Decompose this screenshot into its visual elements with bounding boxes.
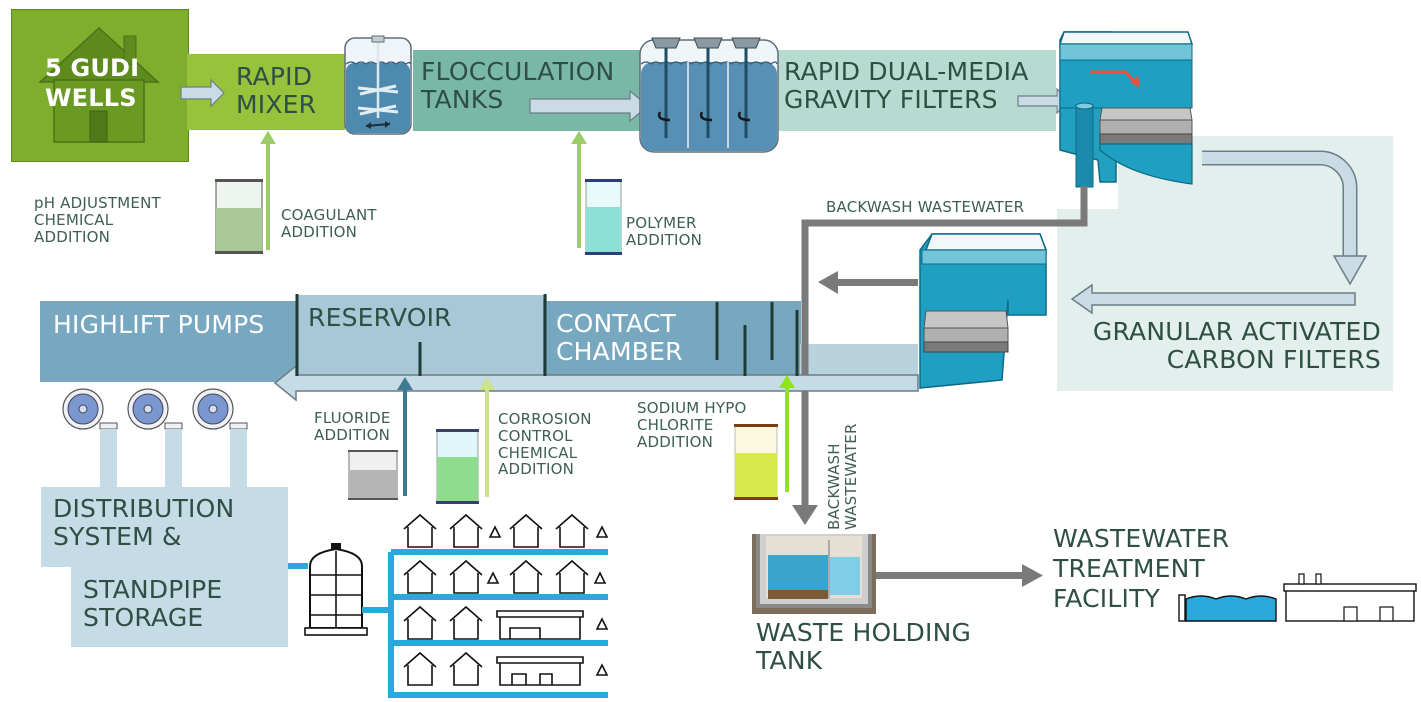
waste-holding-tank-icon [752, 534, 876, 614]
waste-tank-label: WASTE HOLDING TANK [756, 618, 972, 675]
ph-adjustment-label: pH ADJUSTMENT CHEMICAL ADDITION [34, 194, 161, 246]
house-icon [38, 26, 160, 143]
contact-ext-block [800, 344, 918, 380]
corrosion-label: CORROSION CONTROL CHEMICAL ADDITION [498, 410, 592, 479]
polymer-tank-icon [585, 179, 622, 255]
flow-arrow-to-gac [1202, 150, 1368, 286]
reservoir-baffles [295, 294, 799, 376]
backwash-horizontal-label: BACKWASH WASTEWATER [826, 198, 1025, 216]
polymer-feed-arrow [571, 131, 587, 248]
pump-icon [127, 388, 183, 487]
contact-chamber-block [543, 301, 801, 381]
rapid-mixer-tank-icon [344, 35, 412, 135]
pump-icons [62, 388, 248, 487]
fluoride-feed-arrow [397, 377, 413, 496]
backwash-pipe [801, 186, 1088, 508]
highlift-label: HIGHLIFT PUMPS [53, 310, 265, 339]
contact-chamber-label: CONTACT CHAMBER [556, 309, 683, 366]
hypo-label: SODIUM HYPO CHLORITE ADDITION [637, 399, 747, 451]
pump-icon [62, 388, 118, 487]
backwash-vertical-label: BACKWASH WASTEWATER [825, 423, 860, 530]
pump-icon [192, 388, 248, 487]
hypo-tank-icon [734, 424, 778, 500]
rapid-mixer-label: RAPID MIXER [236, 62, 317, 119]
flocculation-tanks-icon [639, 37, 779, 153]
dual-media-label: RAPID DUAL-MEDIA GRAVITY FILTERS [784, 57, 1029, 114]
highlift-block [40, 301, 300, 382]
flow-arrow-clearwell [273, 364, 919, 402]
gac-backwash-arrow [818, 271, 918, 294]
corrosion-tank-icon [436, 429, 479, 504]
flow-arrow-wells-to-mixer [180, 78, 225, 108]
standpipe-block [71, 487, 288, 647]
dual-media-filter-icon [1058, 31, 1194, 188]
standpipe-label: STANDPIPE STORAGE [83, 575, 223, 632]
flow-arrow-floc [529, 89, 649, 123]
gac-label: GRANULAR ACTIVATED CARBON FILTERS [1092, 317, 1381, 374]
ph-chemical-tank-icon [215, 179, 263, 254]
wells-label: 5 GUDI WELLS [45, 54, 140, 112]
dual-media-block [778, 50, 1056, 131]
gac-filter-icon [919, 233, 1048, 389]
coagulant-feed-arrow [260, 131, 276, 250]
fluoride-label: FLUORIDE ADDITION [314, 409, 391, 444]
fluoride-tank-icon [348, 450, 398, 500]
backwash-arrow-head [792, 505, 818, 525]
corrosion-feed-arrow [479, 377, 495, 497]
hypo-feed-arrow [779, 375, 795, 492]
flow-arrow-gac-left [1070, 283, 1356, 315]
standpipe-tower-icon [288, 543, 390, 636]
waste-to-wwtf-arrow [876, 564, 1043, 587]
flocculation-label: FLOCCULATION TANKS [421, 57, 615, 114]
wwtf-label: WASTEWATER TREATMENT FACILITY [1053, 524, 1230, 613]
coagulant-label: COAGULANT ADDITION [281, 206, 377, 241]
wwtf-icon [1178, 573, 1417, 622]
distribution-label: DISTRIBUTION SYSTEM & [53, 494, 235, 551]
distribution-network-icon [388, 513, 609, 698]
reservoir-label: RESERVOIR [308, 303, 452, 332]
polymer-label: POLYMER ADDITION [626, 214, 702, 249]
reservoir-block [297, 295, 547, 381]
flocculation-block [413, 50, 645, 131]
